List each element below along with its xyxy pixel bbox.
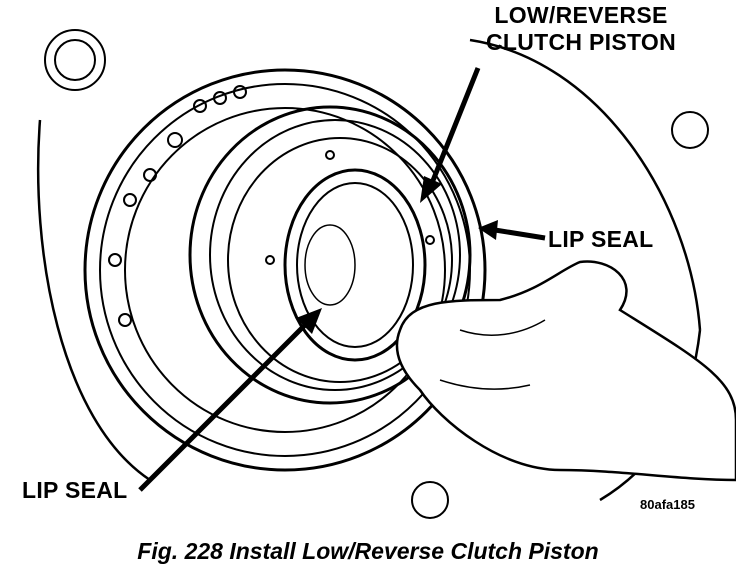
piston-label-line2: CLUTCH PISTON [485,29,677,55]
arrow-lip-seal-left [138,320,310,492]
figure-code: 80afa185 [640,497,695,512]
hand [395,260,736,482]
arrows [138,67,546,492]
figure-caption: Fig. 228 Install Low/Reverse Clutch Pist… [137,538,599,564]
lip-seal-left-label: LIP SEAL [22,477,128,503]
piston-label-line1: LOW/REVERSE [494,2,668,28]
clutch-piston [188,105,472,405]
lip-seal-right-label: LIP SEAL [548,226,654,252]
arrow-piston [427,67,481,189]
piston-label: LOW/REVERSE CLUTCH PISTON [462,2,700,56]
arrow-lip-seal-right [494,227,546,241]
